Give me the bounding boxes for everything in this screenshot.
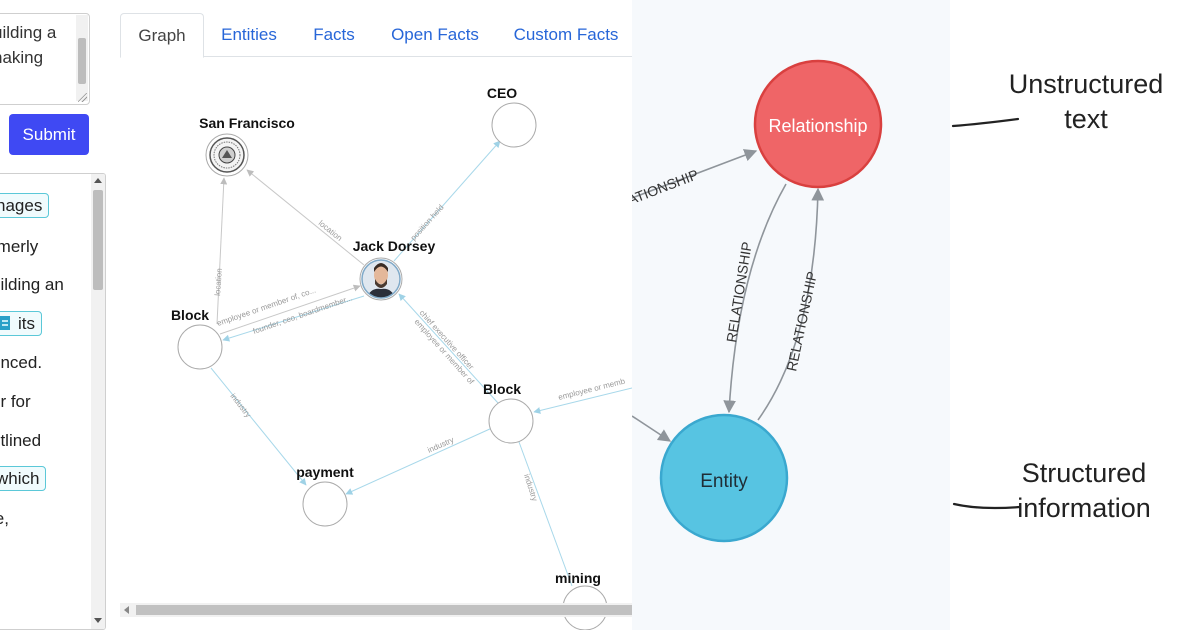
annotation-text: Unstructured [1009,69,1164,99]
scroll-left-icon[interactable] [124,606,129,614]
node-label: San Francisco [199,115,295,131]
panel-scroll-thumb[interactable] [93,190,103,290]
tab-bar: Graph Entities Facts Open Facts Custom F… [120,13,632,58]
pointer-stroke-icon [952,502,1022,510]
list-item: its [0,311,42,336]
entity-chip[interactable]: which [0,466,47,491]
tab-facts[interactable]: Facts [313,25,355,44]
edge-external-block2[interactable] [533,387,632,414]
node-jack-dorsey[interactable] [359,257,403,301]
edge-label: industry [426,435,455,455]
tab-open-facts[interactable]: Open Facts [391,25,479,44]
edge-label: location [213,268,224,296]
list-item: utlined [0,431,42,450]
relationship-node: Relationship [753,59,883,189]
node-ceo[interactable] [491,102,537,148]
entity-chip[interactable]: its [0,311,42,336]
edge-entity-to-relationship [757,187,825,421]
tab-graph[interactable]: Graph [120,13,204,58]
edge-label: founder, ceo, boardmember... [252,293,354,336]
edge-block2-mining[interactable] [518,441,573,587]
node-block-1[interactable] [177,324,223,370]
tab-custom-facts[interactable]: Custom Facts [513,25,619,44]
node-label: mining [555,570,601,586]
list-item: which [0,466,47,491]
edge-block2-jack[interactable] [398,293,499,404]
annotation-text: information [1017,493,1151,523]
list-item: unced. [0,353,43,372]
tab-entities[interactable]: Entities [221,25,277,44]
edge-label: industry [522,473,539,502]
text-input-content: uilding a naking [0,23,57,67]
edge-block1-sf[interactable] [216,177,228,325]
node-san-francisco[interactable] [205,133,249,177]
node-label: CEO [487,85,517,101]
relationship-node-label: Relationship [768,116,867,136]
text-input-area[interactable]: uilding a naking [0,13,90,105]
node-block-2[interactable] [488,398,534,444]
edge-jack-block1[interactable] [222,295,365,342]
graph-horizontal-scrollbar[interactable] [120,603,632,617]
building-icon [0,316,10,330]
annotated-text-panel: nages rmerly uilding an its unced. er fo… [0,173,106,630]
edge-label: employee or member of [413,317,477,386]
relationship-edge-incoming [632,149,758,199]
textarea-scroll-thumb[interactable] [78,38,86,84]
entity-relationship-diagram: ATIONSHIP RELATIONSHIP RELATIONSHIP Rela… [632,0,950,630]
list-item: nages [0,193,50,218]
scroll-down-icon[interactable] [94,618,102,623]
chip-text: nages [0,196,43,215]
chip-text: which [0,469,40,488]
list-item: rmerly [0,237,39,256]
entity-node: Entity [659,413,789,543]
resize-grip-icon[interactable] [78,93,87,102]
edge-label: location [317,219,344,243]
scroll-up-icon[interactable] [94,178,102,183]
list-item: uilding an [0,275,64,294]
graph-scroll-thumb[interactable] [136,605,632,615]
tab-divider [120,56,632,57]
pointer-stroke-icon [951,117,1020,128]
edge-jack-sf[interactable] [246,169,365,266]
edge-jack-ceo[interactable] [393,140,501,262]
submit-button[interactable]: Submit [9,114,89,155]
person-photo-icon [362,260,400,298]
edge-label: chief executive officer [418,308,476,371]
list-item: le, [0,509,9,528]
node-label: payment [296,464,354,480]
entity-chip[interactable]: nages [0,193,50,218]
entity-edge-incoming [632,415,672,442]
annotation-area: Unstructured text Structured information [951,69,1164,523]
node-label: Jack Dorsey [353,238,436,254]
entity-node-label: Entity [700,471,748,492]
edge-block1-jack[interactable] [219,284,361,335]
list-item: er for [0,392,31,411]
node-label: Block [483,381,521,397]
city-seal-icon [209,137,245,173]
node-label: Block [171,307,209,323]
node-payment[interactable] [302,481,348,527]
chip-text: its [18,314,35,333]
edge-label: position held [409,203,446,242]
annotation-text: Structured [1022,458,1147,488]
edge-block2-payment[interactable] [345,427,493,495]
edge-label: industry [228,392,252,420]
edge-block1-payment[interactable] [210,367,307,486]
knowledge-graph[interactable]: location position held location employee… [120,58,632,630]
edge-relationship-to-entity [723,183,787,414]
annotation-text: text [1064,104,1108,134]
